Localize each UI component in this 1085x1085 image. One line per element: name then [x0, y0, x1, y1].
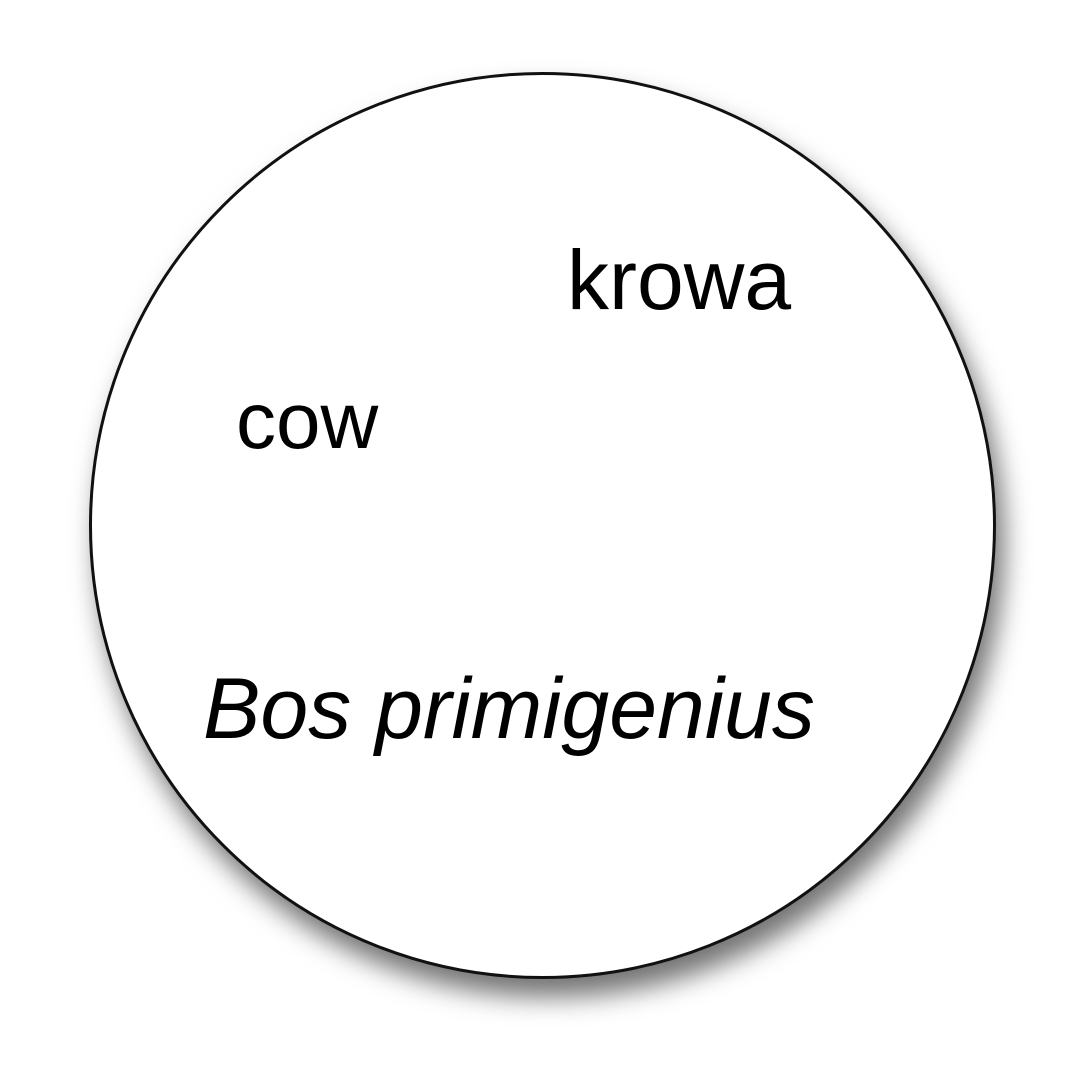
polish-term-label: krowa — [567, 233, 792, 327]
latin-term-label: Bos primigenius — [203, 661, 815, 757]
concept-circle — [89, 72, 996, 979]
english-term-label: cow — [236, 376, 379, 465]
